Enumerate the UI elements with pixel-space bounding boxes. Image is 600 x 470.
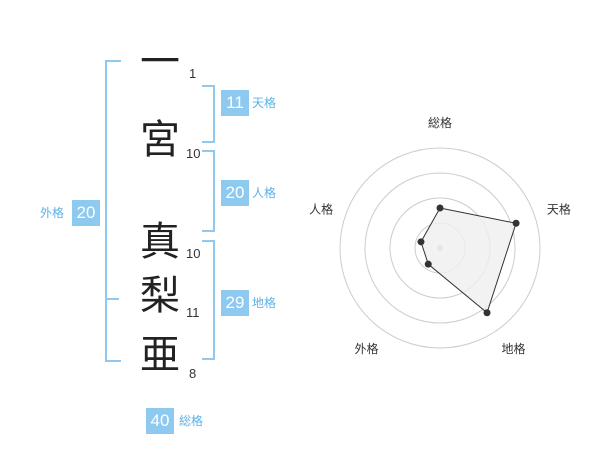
jinkaku-value: 20 [221,180,249,206]
radar-ring-3 [364,172,516,324]
chikaku-label: 地格 [252,296,277,310]
stroke-count-4: 11 [186,305,200,320]
radar-point-1 [436,204,444,212]
chikaku-bracket [202,240,215,360]
radar-point-5 [417,238,425,246]
radar-axis-label-5: 人格 [309,201,333,216]
name-char-3: 真 [140,219,180,265]
stroke-count-1: 1 [189,66,197,81]
tenkaku-value: 11 [221,90,249,116]
gaikaku-value: 20 [72,200,100,226]
soukaku-value: 40 [146,408,174,434]
stroke-count-2: 10 [186,146,201,161]
name-char-2: 宮 [140,117,180,163]
stroke-count-3: 10 [186,246,201,261]
radar-shape [417,204,520,317]
name-char-5: 亜 [140,332,180,378]
radar-axis-label-1: 総格 [428,115,452,130]
jinkaku-bracket [202,150,215,232]
soukaku-label: 総格 [179,414,204,428]
radar-axis-label-2: 天格 [547,201,571,216]
tenkaku-bracket [202,85,215,143]
chikaku-value: 29 [221,290,249,316]
stroke-count-5: 8 [189,366,197,381]
jinkaku-label: 人格 [252,186,277,200]
gaikaku-bracket [105,60,121,362]
radar-point-4 [424,260,432,268]
tenkaku-label: 天格 [252,96,277,110]
radar-ring-4 [339,147,541,349]
radar-polygon [420,207,517,314]
name-char-4: 梨 [140,273,180,319]
name-char-1: 一 [140,39,180,85]
gaikaku-label: 外格 [40,206,65,220]
radar-axis-label-4: 外格 [355,341,379,356]
gaikaku-bracket-divider [105,298,119,300]
radar-point-2 [512,219,520,227]
radar-point-3 [483,309,491,317]
radar-axis-label-3: 地格 [501,341,525,356]
